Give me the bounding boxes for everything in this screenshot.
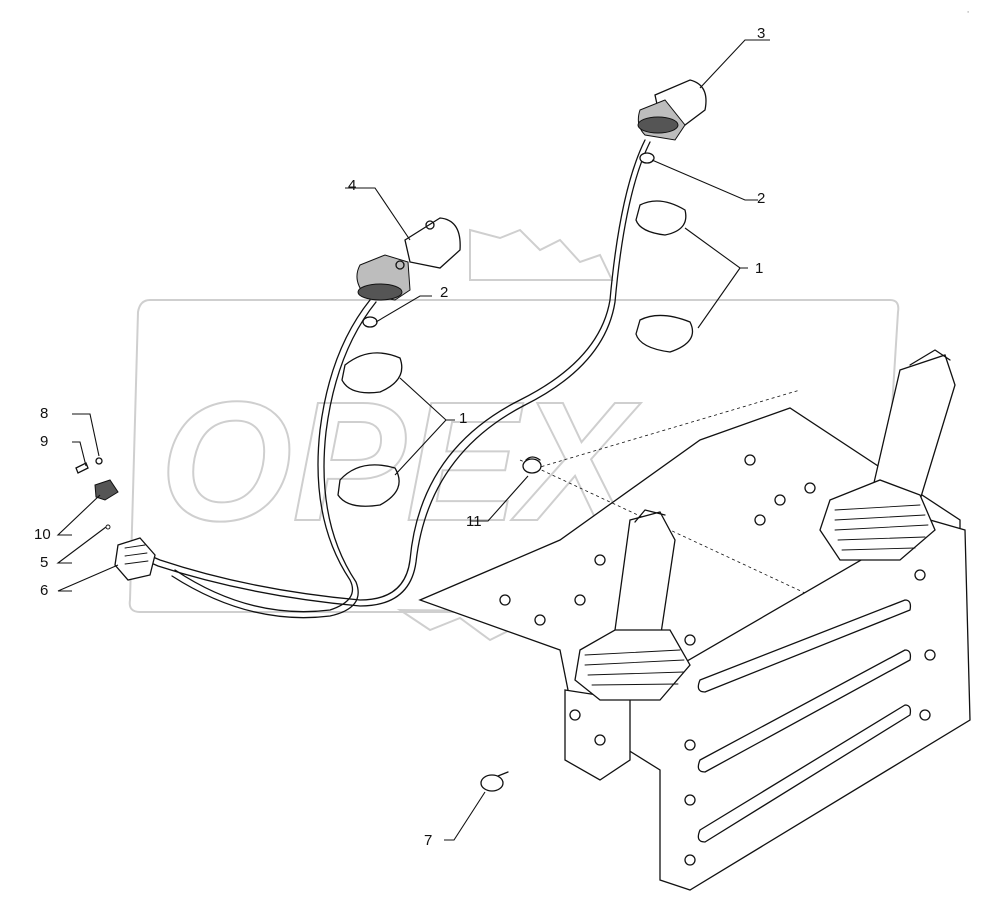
- callout-10: 10: [34, 526, 51, 543]
- joystick-grip-3: [637, 79, 707, 141]
- callout-6: 6: [40, 582, 48, 599]
- callout-1-right: 1: [755, 260, 763, 277]
- terminal-8-9: [75, 457, 111, 530]
- callout-2-left: 2: [440, 284, 448, 301]
- callout-3: 3: [757, 25, 765, 42]
- watermark-text: OPEX: [160, 367, 641, 557]
- callout-7: 7: [424, 832, 432, 849]
- cables: [121, 139, 651, 619]
- plug-11: [522, 456, 542, 474]
- left-joystick-installed: [574, 509, 691, 701]
- clamp-7: [480, 771, 509, 792]
- callout-5: 5: [40, 554, 48, 571]
- leader-lines: [56, 39, 770, 841]
- boot-1-left: [337, 352, 403, 507]
- callout-11: 11: [466, 513, 482, 530]
- console-slots: [697, 599, 912, 843]
- callout-1-left: 1: [459, 410, 467, 427]
- callout-2-right: 2: [757, 190, 765, 207]
- connector-6: [114, 537, 156, 581]
- callout-labels: 3 2 1 4 2 1 8 9 10 5 6 11 7: [34, 25, 765, 849]
- control-console: [418, 389, 971, 891]
- console-holes: [499, 454, 936, 866]
- callout-4: 4: [348, 177, 356, 194]
- watermark: OPEX: [128, 228, 900, 647]
- corner-mark: ·: [966, 9, 970, 17]
- joystick-grip-4: [356, 217, 461, 301]
- callout-8: 8: [40, 405, 48, 422]
- right-joystick-installed: [819, 349, 956, 561]
- callout-9: 9: [40, 433, 48, 450]
- nut-2: [362, 152, 655, 328]
- boot-1-right: [635, 200, 694, 353]
- connector-10: [94, 479, 119, 501]
